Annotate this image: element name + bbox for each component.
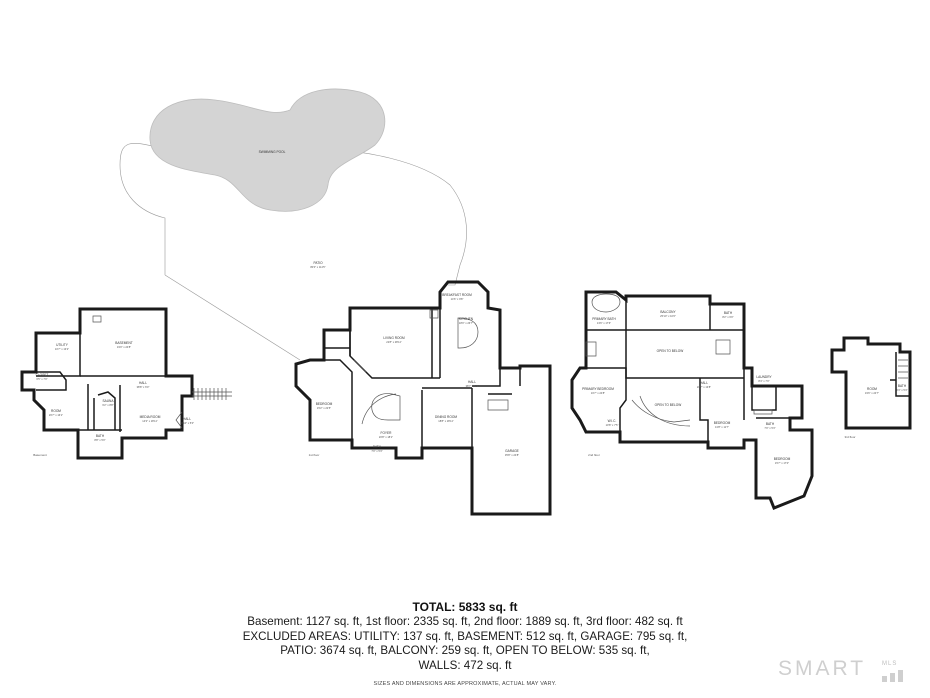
room-bedroom-second-2-dim: 15'7" x 17'0" (775, 461, 789, 465)
room-garage-dim: 35'8" x 24'8" (505, 453, 519, 457)
logo-wordmark: SMART (778, 657, 867, 680)
floor-label-basement: Basement (33, 453, 47, 457)
room-third-bath-label: BATH (898, 384, 907, 388)
room-bath-label: BATH (96, 434, 105, 438)
room-bath-first-dim: 7'0" x 5'3" (371, 449, 382, 453)
swimming-pool: SWIMMING POOL (149, 88, 386, 212)
room-open-below-2-label: OPEN TO BELOW (655, 403, 682, 407)
room-open-below-label: OPEN TO BELOW (657, 349, 684, 353)
room-kitchen-label: KITCHEN (459, 317, 474, 321)
room-bedroom-second-2-label: BEDROOM (774, 457, 791, 461)
room-bedroom-second-dim: 13'8" x 11'7" (715, 425, 729, 429)
room-hall2-dim: 10'10" x 5'0" (180, 421, 194, 425)
room-dining-dim: 18'8" x 18'11" (438, 419, 454, 423)
room-hall2-label: HALL (183, 417, 191, 421)
smart-mls-logo: SMART MLS (778, 657, 918, 687)
summary-line-walls: WALLS: 472 sq. ft (418, 658, 512, 672)
room-wic-dim: 10'8" x 7'5" (606, 423, 619, 427)
logo-bars-icon (882, 670, 903, 682)
room-hall-first-dim: 38'7" x 6'0" (466, 384, 479, 388)
room-hall-label: HALL (139, 381, 147, 385)
floor-label-first: 1st floor (309, 453, 320, 457)
room-hall-first-label: HALL (468, 380, 476, 384)
logo-mls: MLS (882, 661, 898, 667)
first-floor-plan: BREAKFAST ROOM 14'6" x 9'8" LIVING ROOM … (294, 280, 552, 516)
second-floor-plan: PRIMARY BATH 13'6" x 17'6" BALCONY 25'10… (570, 290, 814, 510)
room-laundry-label: LAUNDRY (756, 375, 772, 379)
room-bedroom-first-dim: 15'2" x 22'5" (317, 406, 331, 410)
room-living-dim: 22'8" x 28'11" (386, 340, 402, 344)
room-basement-label: BASEMENT (115, 341, 133, 345)
room-sauna-label: SAUNA (103, 399, 115, 403)
room-primary-bath-label: PRIMARY BATH (592, 317, 616, 321)
disclaimer-note: SIZES AND DIMENSIONS ARE APPROXIMATE, AC… (373, 681, 557, 688)
room-balcony-label: BALCONY (660, 310, 676, 314)
room-room-dim: 26'7" x 16'1" (49, 413, 63, 417)
room-primary-bedroom-label: PRIMARY BEDROOM (582, 387, 614, 391)
area-summary: TOTAL: 5833 sq. ft Basement: 1127 sq. ft… (0, 600, 930, 687)
room-garage-label: GARAGE (505, 449, 519, 453)
room-bedroom-second-label: BEDROOM (714, 421, 731, 425)
room-laundry-dim: 8'4" x 7'0" (758, 379, 769, 383)
room-room-label: ROOM (51, 409, 61, 413)
room-sauna-dim: 6'2" x 8'8" (102, 403, 113, 407)
room-primary-bath-dim: 13'6" x 17'6" (597, 321, 611, 325)
room-bath-second-dim: 8'2" x 6'0" (722, 315, 733, 319)
patio-dimensions: 80'0" x 111'5" (310, 265, 325, 269)
room-bath-second-label: BATH (724, 311, 733, 315)
room-hall-second-label: HALL (700, 381, 708, 385)
room-bath-second-2-dim: 7'0" x 5'3" (764, 426, 775, 430)
floor-label-second: 2nd floor (588, 453, 600, 457)
room-foyer-dim: 20'8" x 18'1" (379, 435, 393, 439)
room-hall-dim: 38'8" x 6'0" (137, 385, 150, 389)
room-breakfast-label: BREAKFAST ROOM (442, 293, 472, 297)
room-balcony-dim: 25'10" x 10'6" (660, 314, 676, 318)
room-utility-label: UTILITY (56, 343, 69, 347)
room-living-label: LIVING ROOM (383, 336, 405, 340)
room-utility-dim: 10'7" x 13'2" (55, 347, 69, 351)
third-floor-plan: ROOM 19'6" x 24'7" BATH 6'3" x 5'3" 3rd … (830, 336, 912, 439)
room-bedroom-first-label: BEDROOM (316, 402, 333, 406)
room-bath-first-label: BATH (373, 445, 382, 449)
room-closet-label: CLOSET (36, 373, 49, 377)
room-media-dim: 14'3" x 18'11" (142, 419, 158, 423)
room-dining-label: DINING ROOM (435, 415, 457, 419)
room-wic-label: W.I.C. (608, 419, 617, 423)
basement-plan: UTILITY 10'7" x 13'2" BASEMENT 19'0" x 2… (20, 307, 232, 460)
room-breakfast-dim: 14'6" x 9'8" (451, 297, 464, 301)
room-hall-second-dim: 20'7" x 13'8" (697, 385, 711, 389)
room-primary-bedroom-dim: 16'7" x 24'8" (591, 391, 605, 395)
room-bath-dim: 8'8" x 5'0" (94, 438, 105, 442)
room-bath-second-2-label: BATH (766, 422, 775, 426)
room-third-room-dim: 19'6" x 24'7" (865, 391, 879, 395)
room-foyer-label: FOYER (381, 431, 393, 435)
pool-label: SWIMMING POOL (259, 150, 286, 154)
room-kitchen-dim: 18'0" x 26'7" (459, 321, 473, 325)
room-third-bath-dim: 6'3" x 5'3" (896, 388, 907, 392)
patio-label: PATIO (313, 261, 323, 265)
total-area: TOTAL: 5833 sq. ft (412, 600, 518, 614)
floor-label-third: 3rd floor (844, 435, 855, 439)
summary-line-floors: Basement: 1127 sq. ft, 1st floor: 2335 s… (247, 615, 683, 628)
room-third-room-label: ROOM (867, 387, 877, 391)
floor-plan-diagram: PATIO 80'0" x 111'5" SWIMMING POOL UTILI… (20, 88, 912, 516)
room-closet-dim: 6'5" x 7'0" (36, 377, 47, 381)
summary-line-patio: PATIO: 3674 sq. ft, BALCONY: 259 sq. ft,… (280, 644, 650, 658)
room-basement-dim: 19'0" x 24'8" (117, 345, 131, 349)
room-media-label: MEDIA ROOM (140, 415, 161, 419)
summary-line-excluded: EXCLUDED AREAS: UTILITY: 137 sq. ft, BAS… (242, 629, 688, 643)
